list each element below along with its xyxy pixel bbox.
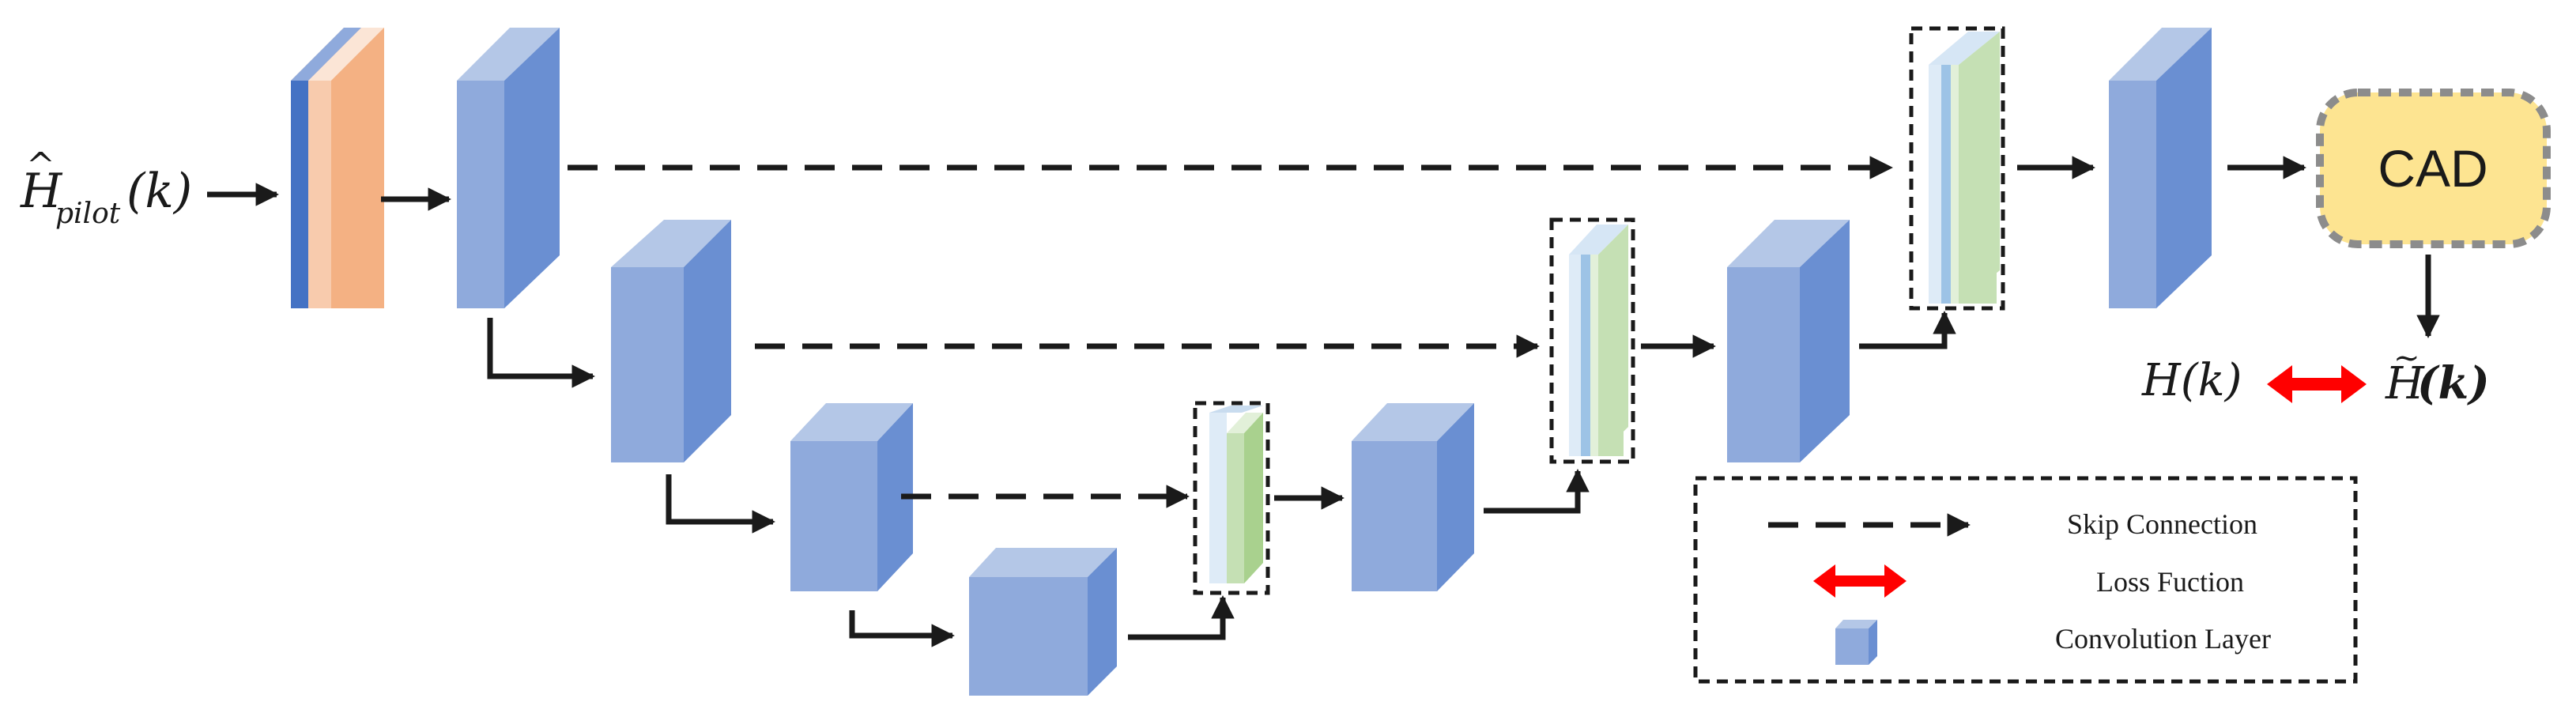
- input-layer-top-blue: [291, 28, 361, 81]
- solid-arrows: [207, 156, 2440, 647]
- legend-box: [1693, 476, 2358, 684]
- concat-block-1: [1909, 26, 2005, 311]
- conv-block-3: [790, 403, 913, 591]
- estimated-channel-argument: (k): [2417, 357, 2490, 409]
- arrow-down-1: [487, 318, 595, 388]
- skip-connections: [568, 156, 1893, 508]
- hat-mark: ^: [26, 145, 55, 186]
- loss-arrow-head-right: [2341, 365, 2367, 403]
- output-labels: H(k) H ~ (k): [2141, 340, 2490, 409]
- concat-3-dashed-outline: [1193, 401, 1270, 595]
- input-layer-light-slice: [308, 81, 331, 308]
- input-label: H ^ pilot (k): [20, 145, 192, 230]
- tilde-mark: ~: [2393, 340, 2420, 376]
- concat-block-3: [1193, 401, 1270, 595]
- input-layer-side: [331, 28, 384, 308]
- cad-block: CAD: [2316, 89, 2551, 248]
- input-layer-top-light: [308, 28, 384, 81]
- conv-block-up-2: [1727, 220, 1850, 462]
- input-label-subscript: pilot: [55, 198, 121, 230]
- arrow-down-2: [666, 474, 775, 534]
- cad-box: [2316, 89, 2551, 248]
- arrow-up-bottleneck: [1128, 595, 1235, 640]
- legend-conv-label: Convolution Layer: [2055, 623, 2271, 655]
- arrow-down-3: [849, 610, 955, 647]
- input-label-base: H: [20, 164, 63, 219]
- legend: Skip Connection Loss Fuction Convolution…: [1693, 476, 2358, 684]
- cad-label: CAD: [2378, 139, 2487, 198]
- legend-skip-label: Skip Connection: [2067, 508, 2257, 540]
- input-label-argument: (k): [126, 164, 192, 219]
- concat-1-dashed-outline: [1909, 26, 2005, 311]
- conv-block-2: [611, 220, 731, 462]
- conv-block-1: [457, 28, 560, 308]
- conv-block-up-1: [2109, 28, 2212, 308]
- legend-loss-label: Loss Fuction: [2096, 566, 2244, 598]
- arrow-up-2: [1859, 311, 1956, 349]
- loss-arrow: [2267, 365, 2367, 403]
- loss-arrow-head-left: [2267, 365, 2292, 403]
- input-layer: [291, 28, 384, 308]
- input-layer-blue-slice: [291, 81, 308, 308]
- conv-block-up-3: [1352, 403, 1474, 591]
- legend-conv-cube-icon: [1835, 620, 1877, 665]
- conv-block-bottleneck: [969, 548, 1117, 696]
- concat-block-2: [1549, 217, 1635, 464]
- true-channel-label: H(k): [2141, 355, 2242, 406]
- arrow-up-3: [1484, 469, 1590, 514]
- estimated-channel-base: H: [2385, 358, 2425, 409]
- concat-2-dashed-outline: [1549, 217, 1635, 464]
- legend-loss-arrow-icon: [1813, 564, 1907, 598]
